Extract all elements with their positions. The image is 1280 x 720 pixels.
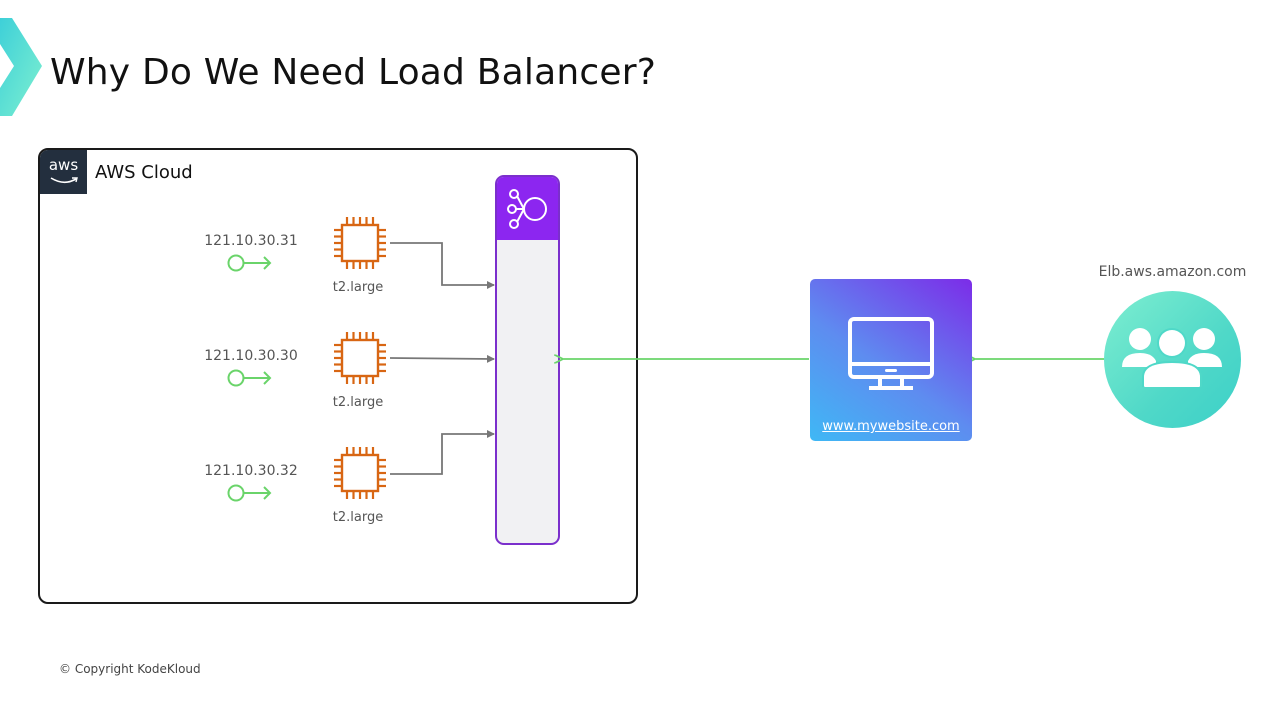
load-balancer (495, 175, 560, 545)
aws-logo-text: aws (48, 156, 79, 174)
website-card: www.mywebsite.com (810, 279, 972, 441)
instance-to-lb-connector (390, 242, 495, 289)
instance-to-lb-connector (390, 430, 495, 475)
elastic-ip-icon (227, 484, 272, 502)
aws-cloud-group (38, 148, 638, 604)
ec2-instance-icon (334, 332, 386, 384)
users-group-icon (1122, 328, 1222, 387)
instance-type-label: t2.large (332, 280, 384, 295)
instance-type-label: t2.large (332, 395, 384, 410)
elastic-ip-address: 121.10.30.32 (204, 463, 298, 479)
instance-type-label: t2.large (332, 510, 384, 525)
elastic-load-balancer-icon (507, 189, 547, 229)
copyright-footer: © Copyright KodeKloud (59, 662, 201, 676)
elb-dns-label: Elb.aws.amazon.com (1098, 264, 1247, 280)
elastic-ip-icon (227, 369, 272, 387)
ec2-instance-icon (334, 447, 386, 499)
load-balancer-header (497, 177, 558, 240)
kodekloud-logo-icon (0, 18, 42, 116)
elastic-ip-address: 121.10.30.30 (204, 348, 298, 364)
instance-to-lb-connector (389, 354, 495, 363)
aws-logo-badge: aws (40, 150, 87, 194)
monitor-icon (848, 317, 934, 390)
aws-smile-icon (50, 177, 78, 184)
ec2-instance-icon (334, 217, 386, 269)
users-circle (1104, 291, 1241, 428)
aws-cloud-label: AWS Cloud (95, 162, 193, 183)
elastic-ip-address: 121.10.30.31 (204, 233, 298, 249)
page-title: Why Do We Need Load Balancer? (50, 52, 657, 93)
elastic-ip-icon (227, 254, 272, 272)
website-url-link[interactable]: www.mywebsite.com (822, 419, 960, 434)
